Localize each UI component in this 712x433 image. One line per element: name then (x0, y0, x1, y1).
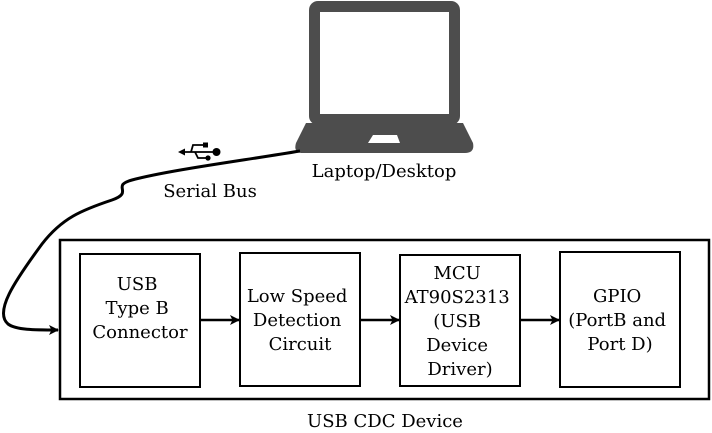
usb-symbol-icon (178, 142, 221, 161)
mcu-block (399, 254, 521, 387)
usb-connector-label: USB Type B Connector (92, 274, 188, 343)
usb-cdc-device-container (58, 238, 711, 401)
mcu-label: MCU AT90S2313 (USB Device Driver) (404, 263, 516, 380)
serial-bus-cable (2, 149, 301, 335)
low-speed-detection-block (239, 252, 361, 387)
laptop-icon (295, 1, 474, 153)
bus-label: Serial Bus (163, 181, 257, 202)
computer-label: Laptop/Desktop (312, 161, 457, 182)
usb-connector-block (79, 253, 201, 388)
device-label: USB CDC Device (307, 411, 463, 432)
gpio-block (559, 251, 681, 388)
gpio-label: GPIO (PortB and Port D) (568, 286, 672, 355)
low-speed-detection-label: Low Speed Detection Circuit (247, 286, 353, 355)
